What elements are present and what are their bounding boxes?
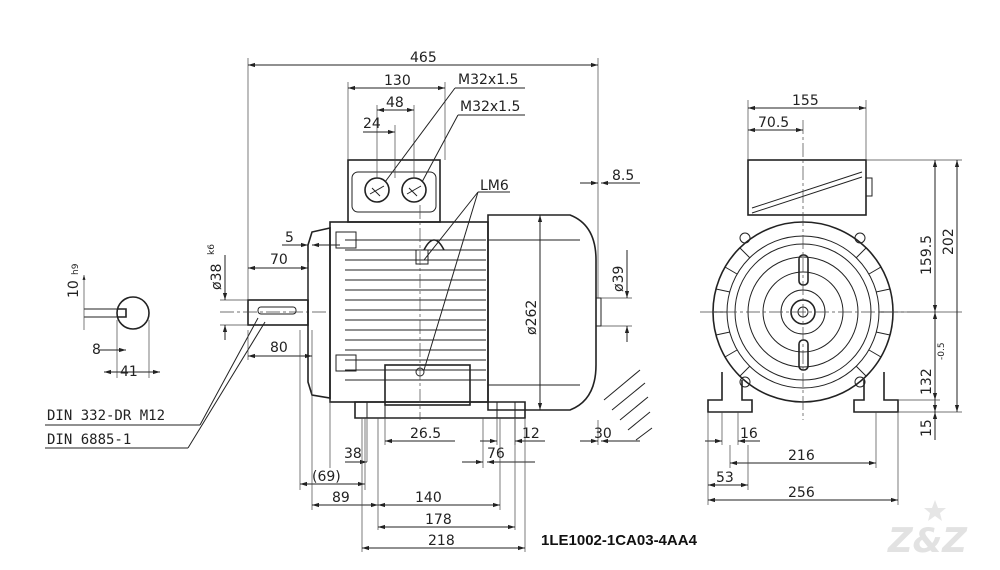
dim-155: 155 bbox=[792, 93, 819, 109]
end-view-dimensions: 155 70.5 159.5 202 132 -0.5 15 16 216 bbox=[705, 93, 962, 505]
dim-24: 24 bbox=[363, 116, 381, 132]
dim-262: ø262 bbox=[524, 300, 540, 335]
dim-256: 256 bbox=[788, 485, 815, 501]
dim-16: 16 bbox=[740, 426, 758, 442]
dim-k6: k6 bbox=[207, 244, 217, 255]
label-lm6: LM6 bbox=[480, 178, 509, 194]
shaft-section: 10 h9 8 41 bbox=[66, 263, 160, 380]
label-m32-1: M32x1.5 bbox=[458, 72, 518, 88]
part-number: 1LE1002-1CA03-4AA4 bbox=[541, 532, 698, 549]
dim-39: ø39 bbox=[611, 266, 627, 292]
label-din-332: DIN 332-DR M12 bbox=[47, 408, 165, 424]
dim-15: 15 bbox=[919, 419, 935, 437]
dim-8-5: 8.5 bbox=[612, 168, 634, 184]
dim-159-5: 159.5 bbox=[919, 235, 935, 275]
dim-80: 80 bbox=[270, 340, 288, 356]
dim-38b: 38 bbox=[344, 446, 362, 462]
dim-38: ø38 bbox=[209, 264, 225, 290]
dim-30: 30 bbox=[594, 426, 612, 442]
side-view-dimensions: 465 130 48 24 M32x1.5 M32x1.5 LM6 8.5 bbox=[207, 50, 640, 552]
din-leaders: DIN 332-DR M12 DIN 6885-1 bbox=[45, 317, 266, 449]
dim-89: 89 bbox=[332, 490, 350, 506]
side-view bbox=[220, 159, 653, 441]
dim-130: 130 bbox=[384, 73, 411, 89]
dim-48: 48 bbox=[386, 95, 404, 111]
dim-69: (69) bbox=[312, 469, 341, 485]
dim-178: 178 bbox=[425, 512, 452, 528]
label-m32-2: M32x1.5 bbox=[460, 99, 520, 115]
dim-132-tolerance: -0.5 bbox=[937, 342, 947, 360]
dim-465: 465 bbox=[410, 50, 437, 66]
dim-70: 70 bbox=[270, 252, 288, 268]
dim-26-5: 26.5 bbox=[410, 426, 441, 442]
dim-41: 41 bbox=[120, 364, 138, 380]
dim-218: 218 bbox=[428, 533, 455, 549]
dim-70-5: 70.5 bbox=[758, 115, 789, 131]
label-din-6885: DIN 6885-1 bbox=[47, 432, 131, 448]
radial-fins bbox=[713, 247, 893, 377]
dim-10: 10 bbox=[66, 280, 82, 298]
dim-216: 216 bbox=[788, 448, 815, 464]
dim-76: 76 bbox=[487, 446, 505, 462]
dim-8: 8 bbox=[92, 342, 101, 358]
dim-12: 12 bbox=[522, 426, 540, 442]
dim-132: 132 bbox=[919, 368, 935, 395]
svg-text:Z&Z: Z&Z bbox=[887, 521, 968, 561]
dim-h9: h9 bbox=[71, 263, 81, 275]
end-view bbox=[700, 120, 920, 420]
brand-logo: Z&Z bbox=[887, 500, 968, 561]
dim-202: 202 bbox=[941, 228, 957, 255]
dim-140: 140 bbox=[415, 490, 442, 506]
dim-5: 5 bbox=[285, 230, 294, 246]
dim-53: 53 bbox=[716, 470, 734, 486]
